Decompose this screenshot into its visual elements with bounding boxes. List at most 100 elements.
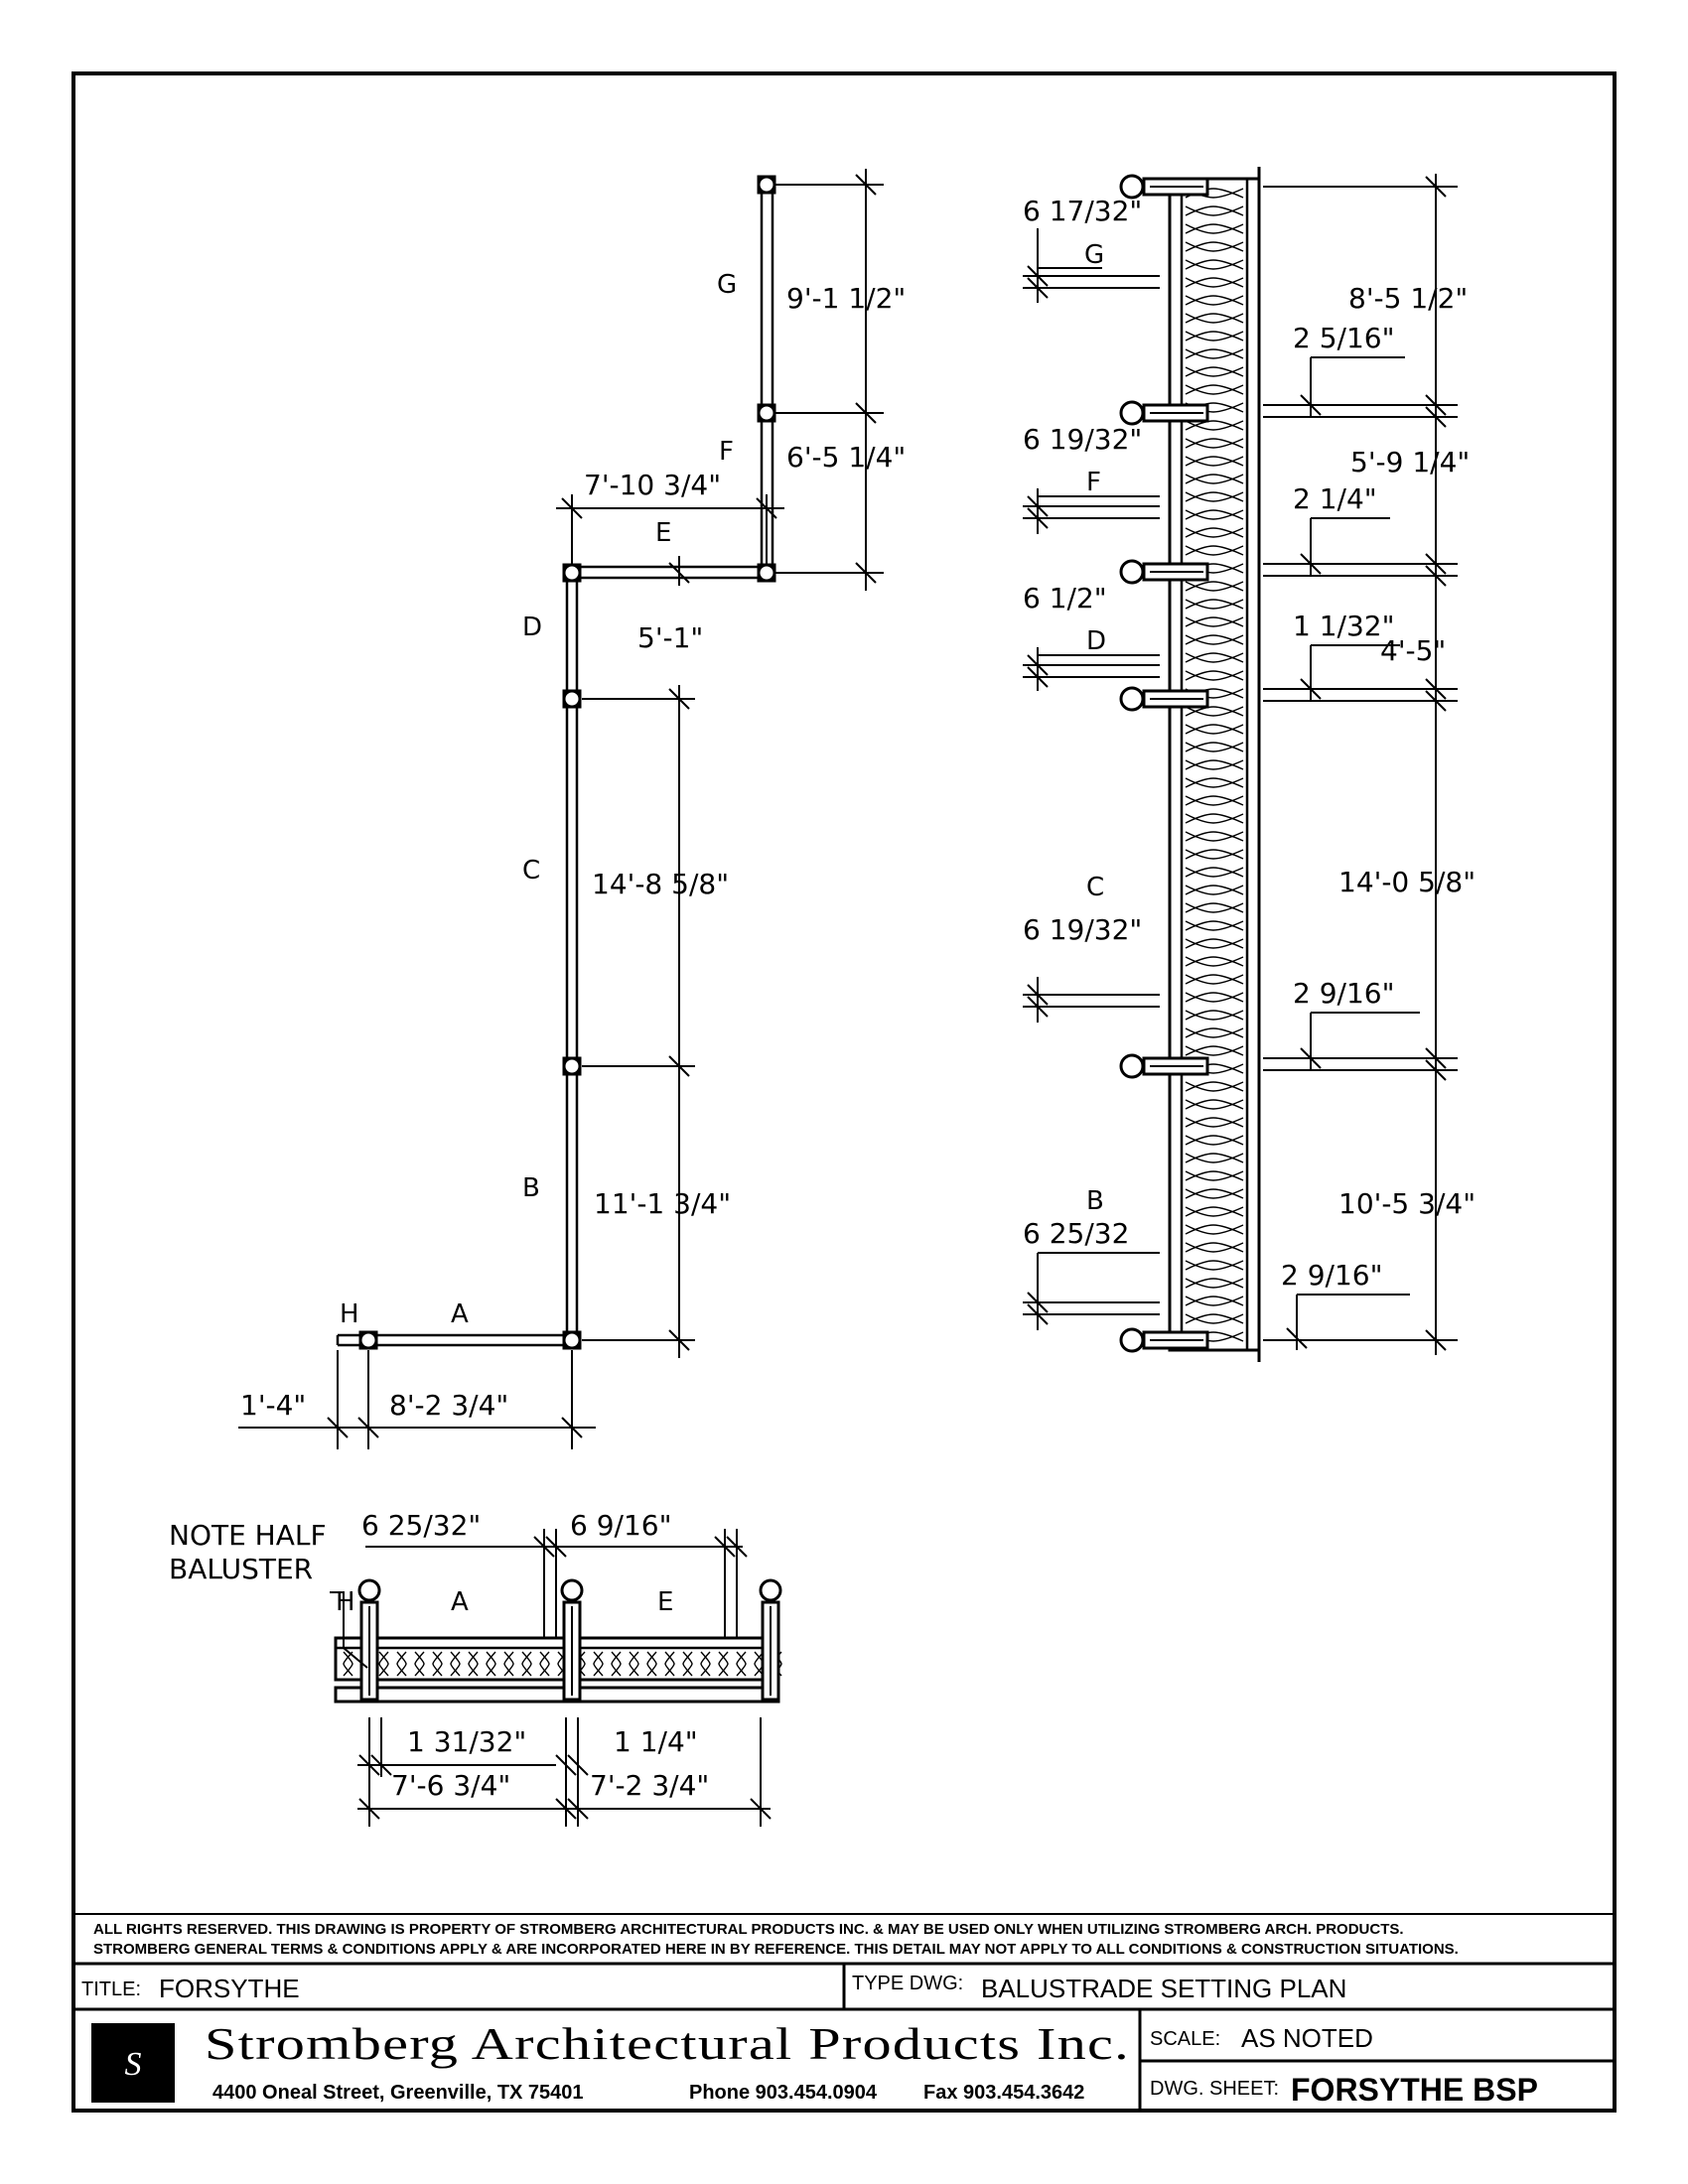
elevation-balusters bbox=[1185, 188, 1244, 1342]
baluster bbox=[432, 1651, 443, 1677]
baluster bbox=[1185, 1099, 1244, 1110]
baluster bbox=[1185, 902, 1244, 913]
section-label-e: E bbox=[657, 1587, 673, 1617]
plan-dim-a: 8'-2 3/4" bbox=[389, 1389, 508, 1422]
sheet-label: DWG. SHEET: bbox=[1150, 2078, 1279, 2100]
baluster bbox=[1185, 581, 1244, 592]
elev-dim-d-gap: 1 1/32" bbox=[1293, 610, 1394, 642]
section-dim-a-total: 7'-6 3/4" bbox=[391, 1769, 510, 1802]
baluster bbox=[396, 1651, 407, 1677]
baluster bbox=[1185, 527, 1244, 538]
baluster bbox=[1185, 348, 1244, 359]
baluster bbox=[611, 1651, 622, 1677]
elev-label-d: D bbox=[1086, 626, 1106, 656]
baluster bbox=[1185, 992, 1244, 1003]
baluster bbox=[343, 1651, 353, 1677]
baluster bbox=[1185, 1081, 1244, 1092]
plan-label-g: G bbox=[717, 270, 737, 300]
baluster bbox=[1185, 1224, 1244, 1235]
section-dim-e-gap: 1 1/4" bbox=[614, 1725, 698, 1758]
baluster bbox=[1185, 384, 1244, 395]
baluster bbox=[1185, 438, 1244, 449]
post-cap bbox=[357, 1578, 381, 1602]
baluster bbox=[1185, 331, 1244, 341]
plan-dim-bottom bbox=[238, 1350, 596, 1449]
elev-label-b: B bbox=[1086, 1186, 1104, 1216]
elevation-posts bbox=[1119, 174, 1209, 1353]
plan-label-b: B bbox=[522, 1173, 540, 1203]
scale-value: AS NOTED bbox=[1241, 2023, 1373, 2053]
baluster bbox=[1185, 706, 1244, 717]
baluster bbox=[1185, 920, 1244, 931]
elev-dim-g-gap: 2 5/16" bbox=[1293, 322, 1394, 354]
section-dim-e-top: 6 9/16" bbox=[570, 1509, 671, 1542]
plan-dim-f: 6'-5 1/4" bbox=[786, 441, 906, 474]
plan-post bbox=[562, 689, 582, 709]
plan-dim-h: 1'-4" bbox=[240, 1389, 306, 1422]
baluster bbox=[1185, 366, 1244, 377]
post-cap bbox=[1119, 1053, 1145, 1079]
baluster bbox=[1185, 1242, 1244, 1253]
section-view bbox=[330, 1529, 782, 1827]
baluster bbox=[1185, 867, 1244, 878]
baluster bbox=[1185, 956, 1244, 967]
plan-label-e: E bbox=[655, 518, 671, 548]
baluster bbox=[1185, 277, 1244, 288]
post-cap bbox=[560, 1578, 584, 1602]
baluster bbox=[1185, 1135, 1244, 1146]
baluster bbox=[1185, 1170, 1244, 1181]
plan-post bbox=[757, 403, 776, 423]
elev-dim-b-gap: 2 9/16" bbox=[1281, 1259, 1382, 1292]
baluster bbox=[1185, 849, 1244, 860]
plan-post bbox=[757, 563, 776, 583]
elev-dim-d-left: 6 1/2" bbox=[1023, 582, 1107, 614]
plan-post bbox=[757, 175, 776, 195]
baluster bbox=[1185, 1313, 1244, 1324]
plan-rail bbox=[336, 185, 774, 1347]
title-label: TITLE: bbox=[81, 1979, 141, 2000]
elevation-right-dims bbox=[1263, 174, 1458, 1355]
plan-dim-e bbox=[556, 494, 784, 586]
baluster bbox=[1185, 1153, 1244, 1163]
plan-label-d: D bbox=[522, 613, 542, 642]
baluster bbox=[1185, 241, 1244, 252]
baluster bbox=[718, 1651, 729, 1677]
baluster bbox=[1185, 885, 1244, 895]
baluster bbox=[1185, 938, 1244, 949]
plan-label-a: A bbox=[451, 1299, 469, 1329]
baluster bbox=[664, 1651, 675, 1677]
post-cap bbox=[759, 1578, 782, 1602]
plan-dim-e-top: 7'-10 3/4" bbox=[584, 469, 721, 501]
section-label-a: A bbox=[451, 1587, 469, 1617]
company-name: Stromberg Architectural Products Inc. bbox=[205, 2018, 1130, 2069]
section-note-line1: NOTE HALF bbox=[169, 1519, 327, 1552]
baluster bbox=[1185, 1027, 1244, 1038]
baluster bbox=[1185, 831, 1244, 842]
plan-label-c: C bbox=[522, 856, 540, 886]
baluster bbox=[1185, 205, 1244, 216]
baluster bbox=[486, 1651, 496, 1677]
section-bottom-dims bbox=[357, 1717, 772, 1827]
elev-dim-b-left: 6 25/32 bbox=[1023, 1217, 1129, 1250]
baluster bbox=[646, 1651, 657, 1677]
elev-dim-g-left: 6 17/32" bbox=[1023, 195, 1142, 227]
baluster bbox=[1185, 295, 1244, 306]
elevation-left-dims bbox=[1023, 228, 1160, 1330]
baluster bbox=[1185, 259, 1244, 270]
section-dim-e-total: 7'-2 3/4" bbox=[590, 1769, 709, 1802]
baluster bbox=[378, 1651, 389, 1677]
baluster bbox=[1185, 1296, 1244, 1306]
post-cap bbox=[1119, 686, 1145, 712]
baluster bbox=[1185, 1278, 1244, 1289]
company-logo-glyph: S bbox=[125, 2046, 142, 2083]
post-cap bbox=[1119, 400, 1145, 426]
title-block bbox=[73, 1913, 1615, 2111]
plan-post bbox=[358, 1330, 378, 1350]
baluster bbox=[1185, 1260, 1244, 1271]
elev-dim-c-gap: 2 9/16" bbox=[1293, 977, 1394, 1010]
plan-post bbox=[562, 563, 582, 583]
elevation-view bbox=[1023, 167, 1458, 1362]
plan-label-f: F bbox=[719, 437, 734, 467]
type-dwg-label: TYPE DWG: bbox=[852, 1973, 963, 1994]
